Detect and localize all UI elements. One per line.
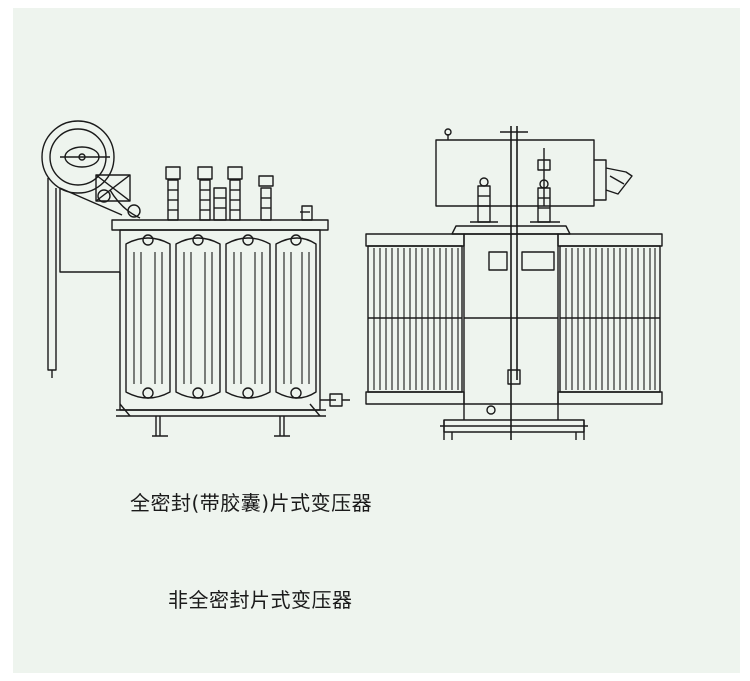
conservator-capsule <box>41 120 141 378</box>
bushings <box>165 166 274 221</box>
tank-body-right <box>463 233 559 405</box>
bushings-right <box>470 177 560 223</box>
tank-cover <box>111 219 329 231</box>
radiator-bank-right <box>557 233 663 405</box>
caption-sealed-with-capsule: 全密封(带胶囊)片式变压器 <box>130 491 373 515</box>
left-transformer-drawing <box>41 120 350 437</box>
radiator-fins <box>125 234 317 399</box>
caption-non-sealed: 非全密封片式变压器 <box>168 588 353 612</box>
radiator-bank-left <box>365 233 465 405</box>
right-transformer-drawing <box>365 126 663 440</box>
conservator-tank <box>435 139 595 207</box>
